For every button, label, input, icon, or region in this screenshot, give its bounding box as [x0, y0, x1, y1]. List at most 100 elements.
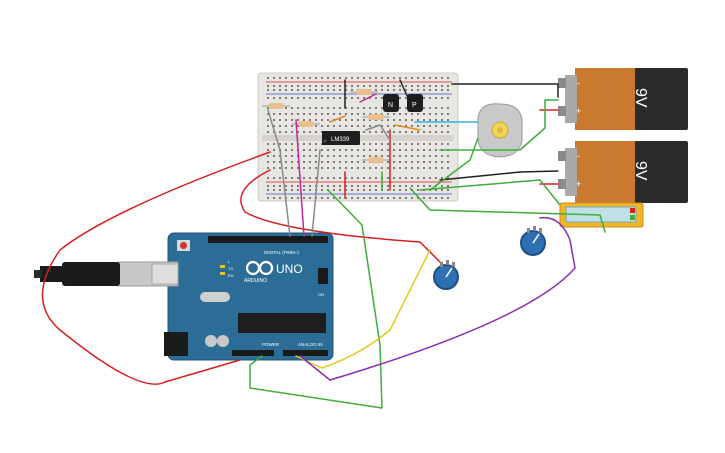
breadboard-hole[interactable]	[315, 107, 317, 109]
breadboard-hole[interactable]	[423, 77, 425, 79]
breadboard-hole[interactable]	[399, 107, 401, 109]
breadboard-hole[interactable]	[267, 185, 269, 187]
breadboard-hole[interactable]	[417, 167, 419, 169]
wire-magenta-digital[interactable]	[295, 119, 305, 237]
breadboard-hole[interactable]	[291, 167, 293, 169]
breadboard-hole[interactable]	[393, 167, 395, 169]
breadboard-hole[interactable]	[381, 113, 383, 115]
breadboard-hole[interactable]	[297, 107, 299, 109]
breadboard-hole[interactable]	[345, 97, 347, 99]
breadboard-hole[interactable]	[447, 119, 449, 121]
breadboard-hole[interactable]	[345, 197, 347, 199]
breadboard-hole[interactable]	[441, 85, 443, 87]
breadboard-hole[interactable]	[387, 119, 389, 121]
breadboard-hole[interactable]	[321, 113, 323, 115]
breadboard-hole[interactable]	[375, 89, 377, 91]
breadboard-hole[interactable]	[273, 161, 275, 163]
breadboard-hole[interactable]	[429, 119, 431, 121]
breadboard-hole[interactable]	[327, 85, 329, 87]
breadboard-hole[interactable]	[417, 85, 419, 87]
breadboard-hole[interactable]	[387, 77, 389, 79]
breadboard-hole[interactable]	[285, 119, 287, 121]
breadboard-hole[interactable]	[411, 131, 413, 133]
breadboard-hole[interactable]	[309, 77, 311, 79]
breadboard-hole[interactable]	[321, 177, 323, 179]
breadboard-hole[interactable]	[393, 125, 395, 127]
breadboard-hole[interactable]	[447, 107, 449, 109]
wire-black-battery-top[interactable]	[451, 83, 559, 98]
breadboard-hole[interactable]	[303, 107, 305, 109]
breadboard-hole[interactable]	[339, 77, 341, 79]
breadboard-hole[interactable]	[285, 97, 287, 99]
breadboard-hole[interactable]	[333, 177, 335, 179]
breadboard-hole[interactable]	[297, 177, 299, 179]
breadboard-hole[interactable]	[291, 177, 293, 179]
breadboard-hole[interactable]	[411, 177, 413, 179]
breadboard-hole[interactable]	[327, 125, 329, 127]
breadboard-hole[interactable]	[321, 185, 323, 187]
breadboard-hole[interactable]	[423, 177, 425, 179]
breadboard-hole[interactable]	[393, 185, 395, 187]
breadboard-hole[interactable]	[297, 125, 299, 127]
breadboard-hole[interactable]	[357, 77, 359, 79]
breadboard-hole[interactable]	[345, 189, 347, 191]
breadboard-hole[interactable]	[441, 131, 443, 133]
breadboard-hole[interactable]	[363, 185, 365, 187]
breadboard-hole[interactable]	[441, 89, 443, 91]
breadboard-hole[interactable]	[405, 85, 407, 87]
breadboard-hole[interactable]	[267, 131, 269, 133]
breadboard-hole[interactable]	[435, 155, 437, 157]
breadboard-hole[interactable]	[393, 149, 395, 151]
breadboard-hole[interactable]	[393, 155, 395, 157]
breadboard-hole[interactable]	[333, 107, 335, 109]
breadboard-hole[interactable]	[267, 77, 269, 79]
breadboard-hole[interactable]	[375, 85, 377, 87]
breadboard-hole[interactable]	[291, 85, 293, 87]
breadboard-hole[interactable]	[285, 161, 287, 163]
breadboard-hole[interactable]	[405, 77, 407, 79]
breadboard-hole[interactable]	[405, 107, 407, 109]
breadboard-hole[interactable]	[279, 77, 281, 79]
breadboard-hole[interactable]	[315, 77, 317, 79]
breadboard-hole[interactable]	[369, 125, 371, 127]
breadboard-hole[interactable]	[399, 89, 401, 91]
breadboard-hole[interactable]	[273, 197, 275, 199]
breadboard-hole[interactable]	[399, 77, 401, 79]
breadboard-hole[interactable]	[339, 97, 341, 99]
breadboard-hole[interactable]	[339, 155, 341, 157]
breadboard-hole[interactable]	[273, 177, 275, 179]
breadboard-hole[interactable]	[369, 185, 371, 187]
breadboard-hole[interactable]	[363, 97, 365, 99]
breadboard-hole[interactable]	[321, 119, 323, 121]
breadboard-hole[interactable]	[279, 85, 281, 87]
breadboard-hole[interactable]	[321, 77, 323, 79]
breadboard-hole[interactable]	[423, 197, 425, 199]
breadboard-hole[interactable]	[345, 149, 347, 151]
breadboard-hole[interactable]	[273, 77, 275, 79]
breadboard-hole[interactable]	[309, 185, 311, 187]
breadboard-hole[interactable]	[399, 85, 401, 87]
breadboard-hole[interactable]	[309, 189, 311, 191]
breadboard-hole[interactable]	[345, 89, 347, 91]
breadboard-hole[interactable]	[339, 113, 341, 115]
breadboard-hole[interactable]	[273, 113, 275, 115]
battery-top-terminal-plus[interactable]	[558, 106, 566, 116]
breadboard-hole[interactable]	[273, 97, 275, 99]
breadboard-hole[interactable]	[303, 149, 305, 151]
breadboard-hole[interactable]	[369, 113, 371, 115]
lm339-ic[interactable]: LM339	[322, 131, 360, 145]
breadboard-hole[interactable]	[327, 97, 329, 99]
breadboard-hole[interactable]	[321, 197, 323, 199]
wire-gray-digital-2[interactable]	[311, 149, 321, 237]
breadboard-hole[interactable]	[411, 125, 413, 127]
breadboard-hole[interactable]	[369, 189, 371, 191]
breadboard-hole[interactable]	[285, 85, 287, 87]
breadboard-hole[interactable]	[285, 177, 287, 179]
breadboard-hole[interactable]	[387, 125, 389, 127]
breadboard-hole[interactable]	[405, 113, 407, 115]
breadboard-hole[interactable]	[435, 85, 437, 87]
breadboard-hole[interactable]	[387, 149, 389, 151]
breadboard-hole[interactable]	[357, 189, 359, 191]
breadboard-hole[interactable]	[339, 119, 341, 121]
breadboard-hole[interactable]	[375, 149, 377, 151]
